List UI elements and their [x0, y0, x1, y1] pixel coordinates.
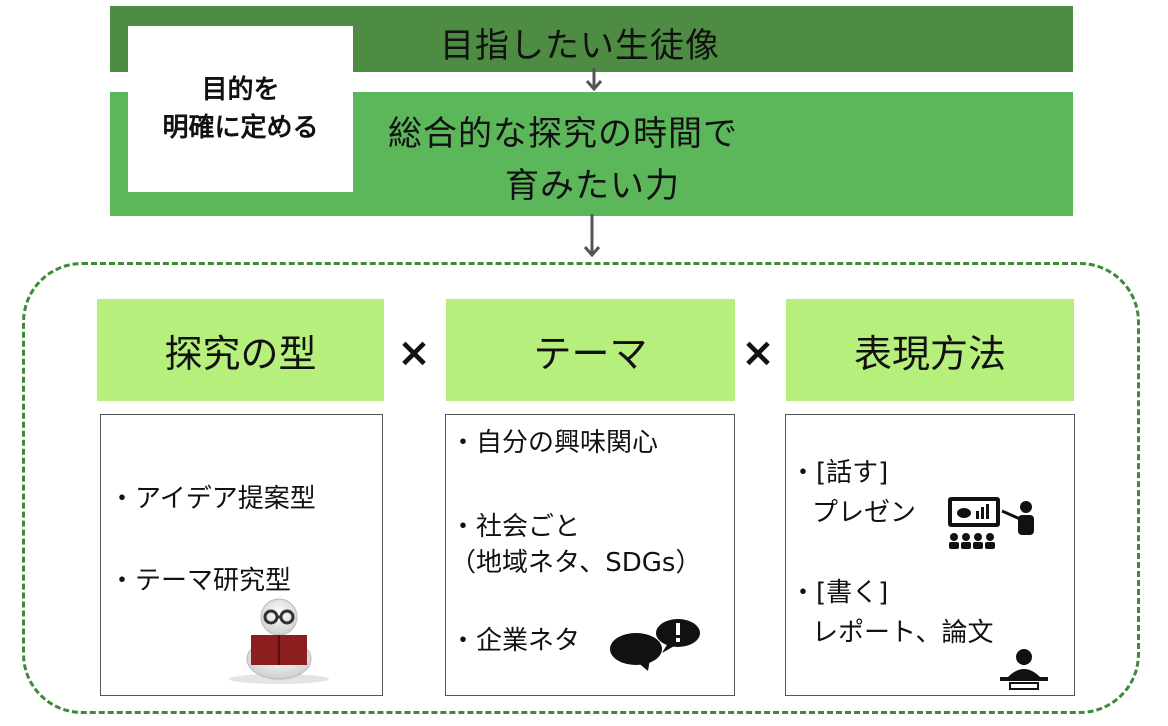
column-header-type: 探究の型 — [97, 299, 384, 401]
purpose-line2: 明確に定める — [162, 113, 319, 143]
purpose-box: 目的を 明確に定める — [128, 26, 353, 192]
column-header-type-label: 探究の型 — [164, 331, 317, 376]
skills-title-line1: 総合的な探究の時間で — [388, 114, 738, 154]
down-arrow-icon — [583, 214, 601, 258]
list-item: プレゼン — [812, 498, 917, 528]
list-item: ・[話す] — [790, 458, 889, 488]
list-item: ・自分の興味関心 — [450, 428, 659, 458]
speech-bubbles-icon — [610, 619, 700, 671]
column-box-expression: ・[話す] プレゼン ・[書く] レポート、論文 — [785, 414, 1075, 696]
column-header-theme: テーマ — [446, 299, 735, 401]
writing-person-icon — [1000, 649, 1048, 690]
list-item: ・社会ごと — [450, 512, 581, 542]
multiply-sign: × — [741, 330, 775, 376]
list-item: ・[書く] — [790, 578, 889, 608]
list-item: レポート、論文 — [812, 618, 994, 648]
column-box-theme: ・自分の興味関心 ・社会ごと （地域ネタ、SDGs） ・企業ネタ — [445, 414, 735, 696]
list-item: （地域ネタ、SDGs） — [450, 548, 702, 578]
column-header-expression-label: 表現方法 — [853, 331, 1006, 376]
presentation-icon — [948, 497, 1034, 549]
column-header-theme-label: テーマ — [533, 331, 648, 376]
column-box-type: ・アイデア提案型 ・テーマ研究型 — [100, 414, 383, 696]
down-arrow-icon — [585, 68, 603, 92]
column-header-expression: 表現方法 — [786, 299, 1074, 401]
framework-container — [22, 262, 1140, 714]
list-item: ・企業ネタ — [450, 626, 581, 656]
list-item: ・テーマ研究型 — [109, 566, 292, 596]
goal-title: 目指したい生徒像 — [440, 26, 720, 66]
skills-title-line2: 育みたい力 — [505, 166, 680, 206]
multiply-sign: × — [397, 330, 431, 376]
reading-figure-icon — [229, 598, 329, 684]
list-item: ・アイデア提案型 — [109, 484, 316, 514]
purpose-line1: 目的を — [201, 75, 280, 105]
